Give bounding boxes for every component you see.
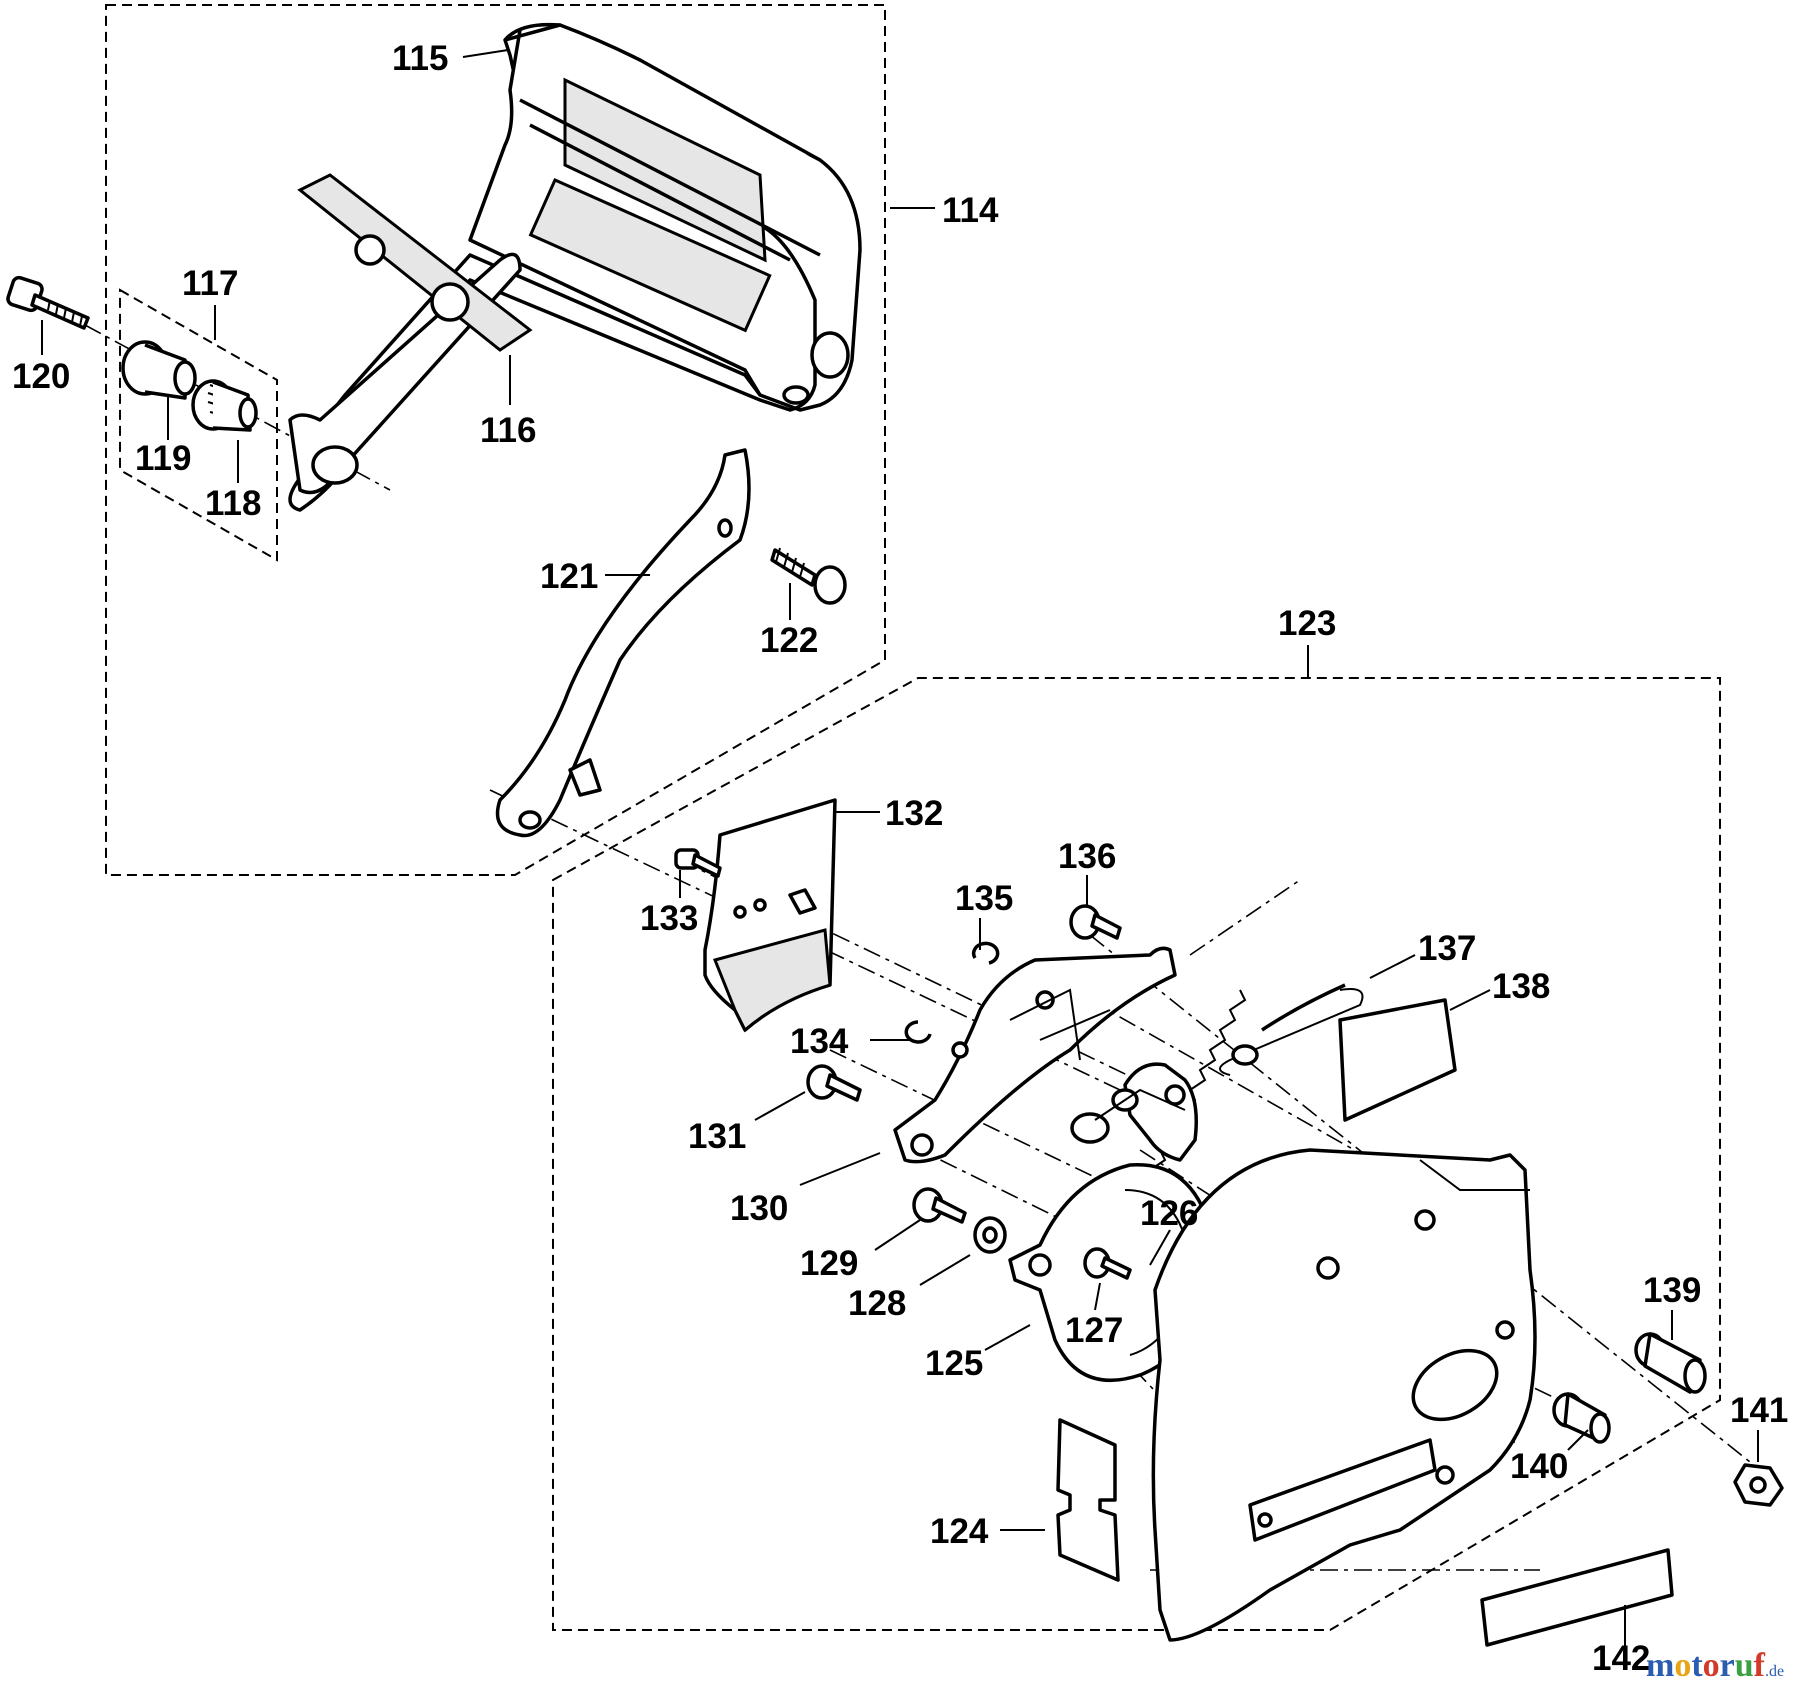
leader-140: [1567, 1429, 1589, 1451]
leader-138: [1449, 989, 1491, 1011]
watermark-suffix: .de: [1765, 1663, 1784, 1680]
callout-142: 142: [1592, 1639, 1650, 1678]
leader-126: [1149, 1229, 1171, 1266]
bushing-119-part: [121, 340, 197, 400]
handguard-bar-part: [495, 448, 751, 838]
stud-140-part: [1552, 1392, 1611, 1444]
watermark-letter: o: [1703, 1647, 1720, 1683]
circlip-135-part: [971, 941, 1000, 965]
label-strip-part: [297, 173, 533, 352]
screw-129-part: [912, 1187, 967, 1224]
callout-131: 131: [688, 1117, 746, 1156]
watermark-letter: r: [1720, 1647, 1735, 1683]
clutch-cover-part: [1151, 1148, 1537, 1642]
callout-117: 117: [182, 264, 238, 303]
washer-128-part: [973, 1216, 1007, 1254]
callout-135: 135: [955, 879, 1013, 918]
watermark-letter: t: [1691, 1647, 1703, 1683]
leader-128: [919, 1254, 971, 1286]
nut-141-part: [1733, 1463, 1784, 1507]
callout-141: 141: [1730, 1391, 1788, 1430]
label-strip-142-part: [1480, 1548, 1674, 1647]
callout-134: 134: [790, 1022, 849, 1061]
buffer-118-part: [191, 379, 258, 432]
group-box-117: [119, 288, 278, 562]
pin-127-part: [1083, 1247, 1132, 1280]
leader-127: [1094, 1282, 1101, 1311]
callout-122: 122: [760, 621, 818, 660]
callout-119: 119: [135, 439, 191, 478]
leader-115: [462, 49, 509, 58]
circlip-134-part: [904, 1020, 932, 1044]
callout-115: 115: [392, 39, 448, 78]
callout-labels: 114 115 116 117 118 119 120 121 122 123 …: [12, 39, 1788, 1678]
brake-lever-part: [893, 946, 1177, 1164]
callout-136: 136: [1058, 837, 1116, 876]
callout-128: 128: [848, 1284, 906, 1323]
callout-133: 133: [640, 899, 698, 938]
brake-mechanism-part: [1070, 1062, 1198, 1162]
callout-121: 121: [540, 557, 598, 596]
cover-plate-138-part: [1338, 998, 1457, 1122]
group-box-123: [552, 677, 1721, 1631]
callout-139: 139: [1643, 1271, 1701, 1310]
callout-127: 127: [1065, 1311, 1123, 1350]
leader-129: [874, 1219, 921, 1251]
callout-137: 137: [1418, 929, 1476, 968]
watermark-letter: o: [1674, 1647, 1691, 1683]
callout-124: 124: [930, 1512, 989, 1551]
leader-125: [984, 1324, 1031, 1351]
screw-131-part: [806, 1064, 862, 1102]
plate-124-part: [1056, 1418, 1120, 1582]
leader-137: [1369, 954, 1416, 979]
callout-116: 116: [480, 411, 536, 450]
group-box-114: [105, 4, 886, 876]
watermark-letter: f: [1754, 1647, 1766, 1683]
watermark-letter: m: [1646, 1647, 1674, 1683]
callout-138: 138: [1492, 967, 1550, 1006]
callout-132: 132: [885, 794, 943, 833]
callout-118: 118: [205, 484, 261, 523]
bolt-120-part: [6, 275, 90, 330]
callout-130: 130: [730, 1189, 788, 1228]
screw-133-part: [674, 848, 722, 878]
screw-136-part: [1069, 904, 1122, 940]
callout-125: 125: [925, 1344, 983, 1383]
screw-122-part: [770, 547, 847, 605]
callout-114: 114: [942, 191, 999, 230]
spacer-139-part: [1634, 1332, 1707, 1394]
callout-120: 120: [12, 357, 70, 396]
callout-140: 140: [1510, 1447, 1568, 1486]
callout-123: 123: [1278, 604, 1336, 643]
front-handle-part: [288, 22, 862, 512]
spring-part: [1139, 983, 1364, 1191]
leader-130: [799, 1152, 881, 1186]
callout-126: 126: [1140, 1194, 1198, 1233]
watermark-letter: u: [1735, 1647, 1754, 1683]
svg-text:motoruf.de: motoruf.de: [1646, 1647, 1784, 1683]
motoruf-watermark-logo: motoruf.de: [1646, 1647, 1784, 1683]
callout-129: 129: [800, 1244, 858, 1283]
shield-plate-part: [703, 798, 837, 1033]
leader-131: [754, 1091, 806, 1121]
